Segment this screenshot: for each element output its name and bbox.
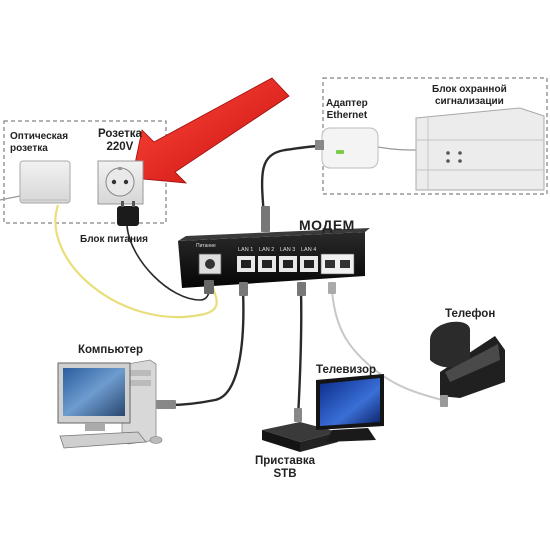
- lan-4-label: LAN 4: [301, 247, 317, 253]
- power-supply-label: Блок питания: [80, 234, 148, 245]
- computer-cable: [169, 289, 245, 407]
- phone: [430, 321, 505, 407]
- ethernet-adapter: [315, 127, 379, 169]
- yellow-fiber-cable: [54, 204, 218, 318]
- ethernet-adapter-label: Адаптер Ethernet: [326, 98, 368, 121]
- lan-ports: [237, 256, 318, 272]
- alarm-unit-label: Блок охранной сигнализации: [432, 84, 507, 107]
- adapter-alarm-cable: [377, 146, 417, 151]
- tv-label: Телевизор: [316, 364, 377, 376]
- red-arrow-icon: [131, 77, 290, 184]
- modem-plugs: [204, 206, 336, 296]
- power-outlet-label: Розетка 220V: [98, 128, 142, 154]
- stb-label: Приставка STB: [255, 455, 316, 481]
- modem-label: МОДЕМ: [299, 217, 355, 233]
- alarm-unit: [415, 107, 545, 191]
- phone-ports: [320, 253, 355, 275]
- computer-label: Компьютер: [78, 344, 144, 356]
- power-outlet: [97, 160, 144, 205]
- stb-cable: [296, 289, 303, 419]
- phone-cable: [331, 289, 443, 401]
- lan-2-label: LAN 2: [259, 247, 275, 253]
- power-supply: [117, 201, 139, 226]
- alarm-zone-box: [322, 77, 548, 195]
- modem-power-port-label: Питание: [196, 243, 216, 249]
- lan-1-label: LAN 1: [238, 247, 254, 253]
- modem: [178, 228, 370, 288]
- tv: [316, 374, 384, 442]
- computer: [57, 359, 176, 449]
- optical-socket-label: Оптическая розетка: [10, 131, 69, 154]
- lan-3-label: LAN 3: [280, 247, 296, 253]
- phone-label: Телефон: [445, 308, 496, 320]
- optical-socket: [19, 160, 71, 204]
- ethernet-adapter-cable: [260, 144, 323, 233]
- socket-line-left: [0, 195, 21, 201]
